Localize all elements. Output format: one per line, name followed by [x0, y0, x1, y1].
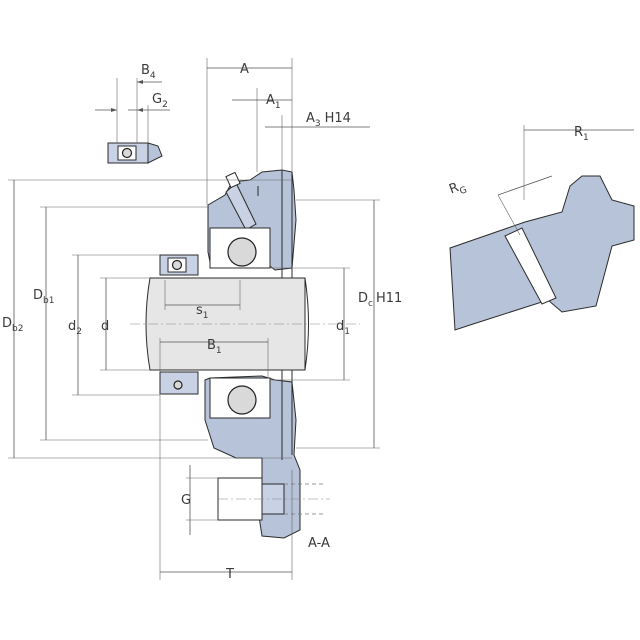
label-d: d [101, 319, 109, 334]
label-T: T [225, 567, 234, 582]
bearing-lower [159, 371, 271, 419]
label-section-AA: A-A [308, 536, 330, 551]
bolt [217, 477, 330, 521]
label-Db1: Db1 [33, 288, 54, 306]
label-d1: d1 [336, 319, 350, 337]
detail-view-right [449, 125, 635, 331]
label-RG: RG [447, 178, 468, 200]
label-G: G [181, 493, 191, 508]
bearing-upper [159, 227, 271, 276]
label-G2: G2 [152, 92, 168, 110]
label-B1: B1 [207, 338, 222, 356]
label-s1: s1 [196, 303, 209, 321]
grease-nipple [225, 171, 257, 231]
insert-detail [95, 78, 170, 164]
label-d2: d2 [68, 319, 82, 337]
label-Db2: Db2 [2, 316, 23, 334]
label-A: A [240, 62, 249, 77]
label-R1: R1 [574, 125, 589, 143]
label-A1: A1 [266, 93, 281, 111]
dimension-lines [8, 58, 380, 580]
label-B4: B4 [141, 63, 156, 81]
